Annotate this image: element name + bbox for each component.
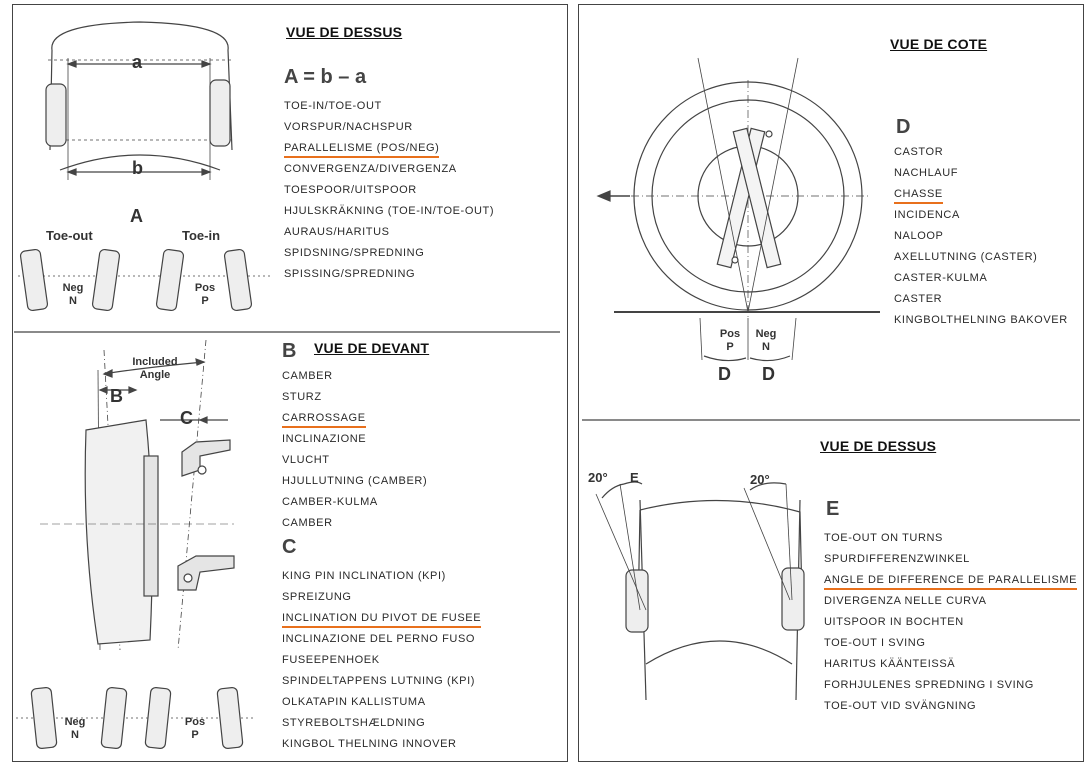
list-item-highlighted: ANGLE DE DIFFERENCE DE PARALLELISME bbox=[824, 570, 1078, 591]
list-item: CAMBER bbox=[282, 370, 333, 382]
dim-a-label: a bbox=[132, 52, 143, 72]
toe-neg-text: Neg bbox=[62, 282, 84, 294]
castor-terms-list: CASTOR NACHLAUF CHASSE INCIDENCA NALOOP … bbox=[894, 142, 1068, 331]
camber-pairs bbox=[16, 687, 256, 749]
list-item: INCLINAZIONE DEL PERNO FUSO bbox=[282, 633, 476, 645]
list-item: FORHJULENES SPREDNING I SVING bbox=[824, 679, 1034, 691]
right-panel bbox=[578, 4, 1084, 762]
list-item: CASTOR bbox=[894, 146, 944, 158]
toe-top-view bbox=[45, 21, 233, 180]
list-item: TOE-OUT ON TURNS bbox=[824, 532, 943, 544]
list-item-highlighted: INCLINATION DU PIVOT DE FUSEE bbox=[282, 608, 482, 629]
turns-terms-list: TOE-OUT ON TURNS SPURDIFFERENZWINKEL ANG… bbox=[824, 528, 1078, 717]
castor-n-text: N bbox=[762, 341, 770, 353]
list-item: HARITUS KÄÄNTEISSÄ bbox=[824, 658, 956, 670]
turns-letter-e: E bbox=[826, 498, 840, 520]
top-left-title: VUE DE DESSUS bbox=[286, 24, 403, 40]
list-item: TOESPOOR/UITSPOOR bbox=[284, 184, 417, 196]
list-item: CASTER bbox=[894, 293, 943, 305]
camber-n-text: N bbox=[71, 729, 79, 741]
list-item: SPREIZUNG bbox=[282, 591, 352, 603]
e-angle-label: E bbox=[630, 470, 639, 485]
camber-b-figure-label: B bbox=[110, 386, 123, 406]
list-item: CONVERGENZA/DIVERGENZA bbox=[284, 163, 457, 175]
list-item: DIVERGENZA NELLE CURVA bbox=[824, 595, 987, 607]
list-item: FUSEEPENHOEK bbox=[282, 654, 380, 666]
list-item: KINGBOL THELNING INNOVER bbox=[282, 738, 457, 750]
castor-d-label-left: D bbox=[718, 364, 731, 384]
castor-d-label-right: D bbox=[762, 364, 775, 384]
list-item-highlighted: CARROSSAGE bbox=[282, 408, 427, 429]
toe-terms-list: TOE-IN/TOE-OUT VORSPUR/NACHSPUR PARALLEL… bbox=[284, 96, 494, 285]
list-item: KINGBOLTHELNING BAKOVER bbox=[894, 314, 1068, 326]
list-item: INCLINAZIONE bbox=[282, 433, 367, 445]
side-view-figure bbox=[596, 57, 880, 362]
camber-neg-label: Neg N bbox=[60, 716, 90, 742]
castor-neg-label: Neg N bbox=[750, 328, 782, 354]
bottom-left-title: VUE DE DEVANT bbox=[314, 340, 430, 356]
toe-n-text: N bbox=[69, 295, 77, 307]
list-item: INCIDENCA bbox=[894, 209, 960, 221]
list-item: UITSPOOR IN BOCHTEN bbox=[824, 616, 964, 628]
list-item: CASTER-KULMA bbox=[894, 272, 988, 284]
list-item: TOE-IN/TOE-OUT bbox=[284, 100, 382, 112]
list-item: HJULLUTNING (CAMBER) bbox=[282, 475, 428, 487]
castor-letter-d: D bbox=[896, 116, 911, 138]
kpi-terms-list: KING PIN INCLINATION (KPI) SPREIZUNG INC… bbox=[282, 566, 482, 755]
castor-p-text: P bbox=[726, 341, 734, 353]
list-item: SPIDSNING/SPREDNING bbox=[284, 247, 425, 259]
angle-20-right: 20° bbox=[750, 472, 770, 487]
kpi-letter-c: C bbox=[282, 536, 297, 558]
list-item: CAMBER-KULMA bbox=[282, 496, 378, 508]
list-item: SPURDIFFERENZWINKEL bbox=[824, 553, 970, 565]
toe-formula: A = b – a bbox=[284, 66, 367, 88]
toe-pos-label: Pos P bbox=[190, 282, 220, 308]
list-item: HJULSKRÄKNING (TOE-IN/TOE-OUT) bbox=[284, 205, 495, 217]
camber-p-text: P bbox=[191, 729, 199, 741]
toe-letter-a: A bbox=[130, 206, 143, 226]
toe-in-label: Toe-in bbox=[182, 228, 221, 243]
camber-letter-b: B bbox=[282, 340, 297, 362]
list-item: SPINDELTAPPENS LUTNING (KPI) bbox=[282, 675, 476, 687]
list-item: OLKATAPIN KALLISTUMA bbox=[282, 696, 426, 708]
list-item: STYREBOLTSHÆLDNING bbox=[282, 717, 426, 729]
top-right-title: VUE DE COTE bbox=[890, 36, 988, 52]
list-item: STURZ bbox=[282, 391, 322, 403]
list-item: KING PIN INCLINATION (KPI) bbox=[282, 570, 446, 582]
angle-20-left: 20° bbox=[588, 470, 608, 485]
list-item: AXELLUTNING (CASTER) bbox=[894, 251, 1038, 263]
toe-p-text: P bbox=[201, 295, 209, 307]
list-item: AURAUS/HARITUS bbox=[284, 226, 390, 238]
list-item-highlighted: CHASSE bbox=[894, 184, 1068, 205]
toe-neg-label: Neg N bbox=[58, 282, 88, 308]
toe-out-label: Toe-out bbox=[46, 228, 93, 243]
bottom-right-title: VUE DE DESSUS bbox=[820, 438, 937, 454]
castor-neg-text: Neg bbox=[755, 328, 777, 340]
turn-view-figure bbox=[595, 481, 805, 701]
list-item: SPISSING/SPREDNING bbox=[284, 268, 416, 280]
left-panel bbox=[12, 4, 568, 762]
list-item: VORSPUR/NACHSPUR bbox=[284, 121, 413, 133]
front-view-figure bbox=[40, 339, 235, 651]
list-item: CAMBER bbox=[282, 517, 333, 529]
camber-terms-list: CAMBER STURZ CARROSSAGE INCLINAZIONE VLU… bbox=[282, 366, 427, 534]
list-item: NALOOP bbox=[894, 230, 944, 242]
camber-pos-label: Pos P bbox=[180, 716, 210, 742]
kpi-c-figure-label: C bbox=[180, 408, 193, 428]
list-item: TOE-OUT VID SVÄNGNING bbox=[824, 700, 977, 712]
camber-pos-text: Pos bbox=[184, 716, 206, 728]
toe-pos-text: Pos bbox=[194, 282, 216, 294]
list-item: NACHLAUF bbox=[894, 167, 959, 179]
included-angle-label: Included Angle bbox=[132, 356, 178, 381]
toe-pairs bbox=[18, 248, 270, 312]
list-item: VLUCHT bbox=[282, 454, 330, 466]
list-item: TOE-OUT I SVING bbox=[824, 637, 926, 649]
dim-b-label: b bbox=[132, 158, 143, 178]
camber-neg-text: Neg bbox=[64, 716, 86, 728]
list-item-highlighted: PARALLELISME (POS/NEG) bbox=[284, 138, 494, 159]
castor-pos-text: Pos bbox=[719, 328, 741, 340]
castor-pos-label: Pos P bbox=[714, 328, 746, 354]
